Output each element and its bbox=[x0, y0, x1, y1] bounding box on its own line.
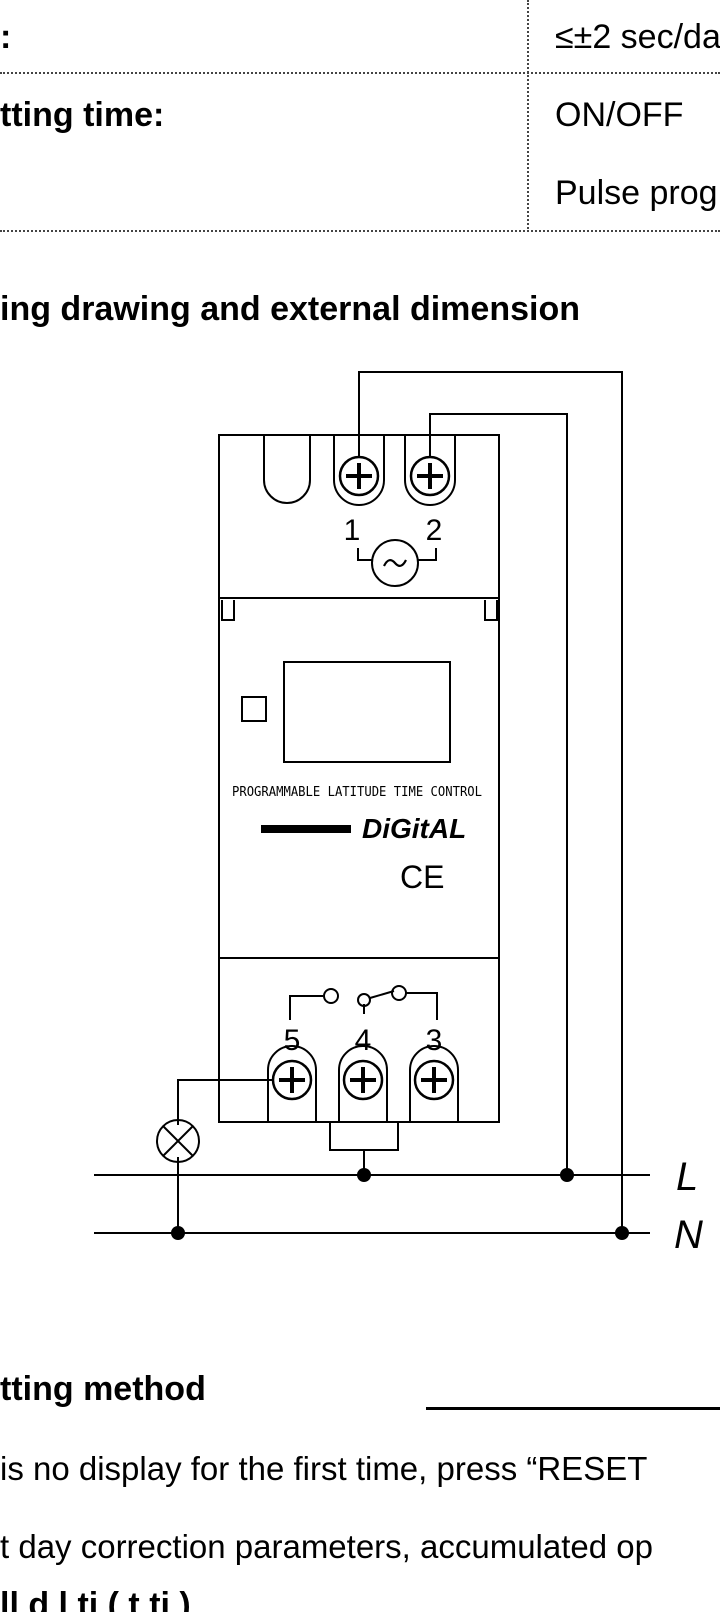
brand-bar bbox=[261, 825, 351, 833]
mounting-slot bbox=[263, 435, 311, 504]
terminal-screw-2 bbox=[409, 455, 451, 497]
terminal-number-5: 5 bbox=[284, 1024, 301, 1057]
junction-dot bbox=[171, 1226, 185, 1240]
setting-paragraph: is no display for the first time, press … bbox=[0, 1450, 648, 1487]
junction-dot bbox=[560, 1168, 574, 1182]
spec-value-pulse: Pulse prog bbox=[555, 174, 718, 212]
setting-paragraph: t day correction parameters, accumulated… bbox=[0, 1528, 653, 1565]
underline-rule bbox=[426, 1407, 720, 1410]
wiring-diagram: 1 2 5 4 3 PROGRAMMABLE LATITUDE TIME CON… bbox=[94, 371, 703, 1250]
terminal-screw-1 bbox=[338, 455, 380, 497]
terminal-screw-4 bbox=[342, 1059, 384, 1101]
table-divider bbox=[0, 72, 720, 74]
table-divider bbox=[0, 230, 720, 232]
spec-label-accuracy: : bbox=[0, 18, 12, 56]
terminal-screw-5 bbox=[271, 1059, 313, 1101]
spec-label-setting-time: tting time: bbox=[0, 96, 165, 134]
device-panel-text: PROGRAMMABLE LATITUDE TIME CONTROL bbox=[232, 785, 482, 800]
terminal-number-1: 1 bbox=[344, 514, 361, 547]
setting-heading: tting method bbox=[0, 1370, 206, 1408]
lcd-display bbox=[283, 661, 451, 763]
junction-dot bbox=[357, 1168, 371, 1182]
reset-button-square bbox=[241, 696, 267, 722]
junction-dot bbox=[615, 1226, 629, 1240]
clipped-heading: ll d l ti ( t ti ) bbox=[0, 1588, 720, 1612]
terminal-screw-3 bbox=[413, 1059, 455, 1101]
neutral-label: N bbox=[674, 1213, 703, 1250]
device-brand: DiGitAL bbox=[362, 813, 466, 844]
terminal-number-2: 2 bbox=[426, 514, 443, 547]
wiring-heading: ing drawing and external dimension bbox=[0, 290, 580, 328]
spec-value-accuracy: ≤±2 sec/da bbox=[555, 18, 720, 56]
spec-value-onoff: ON/OFF bbox=[555, 96, 684, 134]
terminal-number-3: 3 bbox=[426, 1024, 443, 1057]
terminal-number-4: 4 bbox=[355, 1024, 372, 1057]
spec-table: : ≤±2 sec/da tting time: ON/OFF Pulse pr… bbox=[0, 0, 720, 232]
next-heading: ll d l ti ( t ti ) bbox=[0, 1588, 191, 1612]
live-label: L bbox=[676, 1155, 698, 1199]
table-column-divider bbox=[527, 0, 529, 232]
ce-mark: CE bbox=[400, 859, 444, 895]
lamp-symbol bbox=[156, 1119, 200, 1163]
